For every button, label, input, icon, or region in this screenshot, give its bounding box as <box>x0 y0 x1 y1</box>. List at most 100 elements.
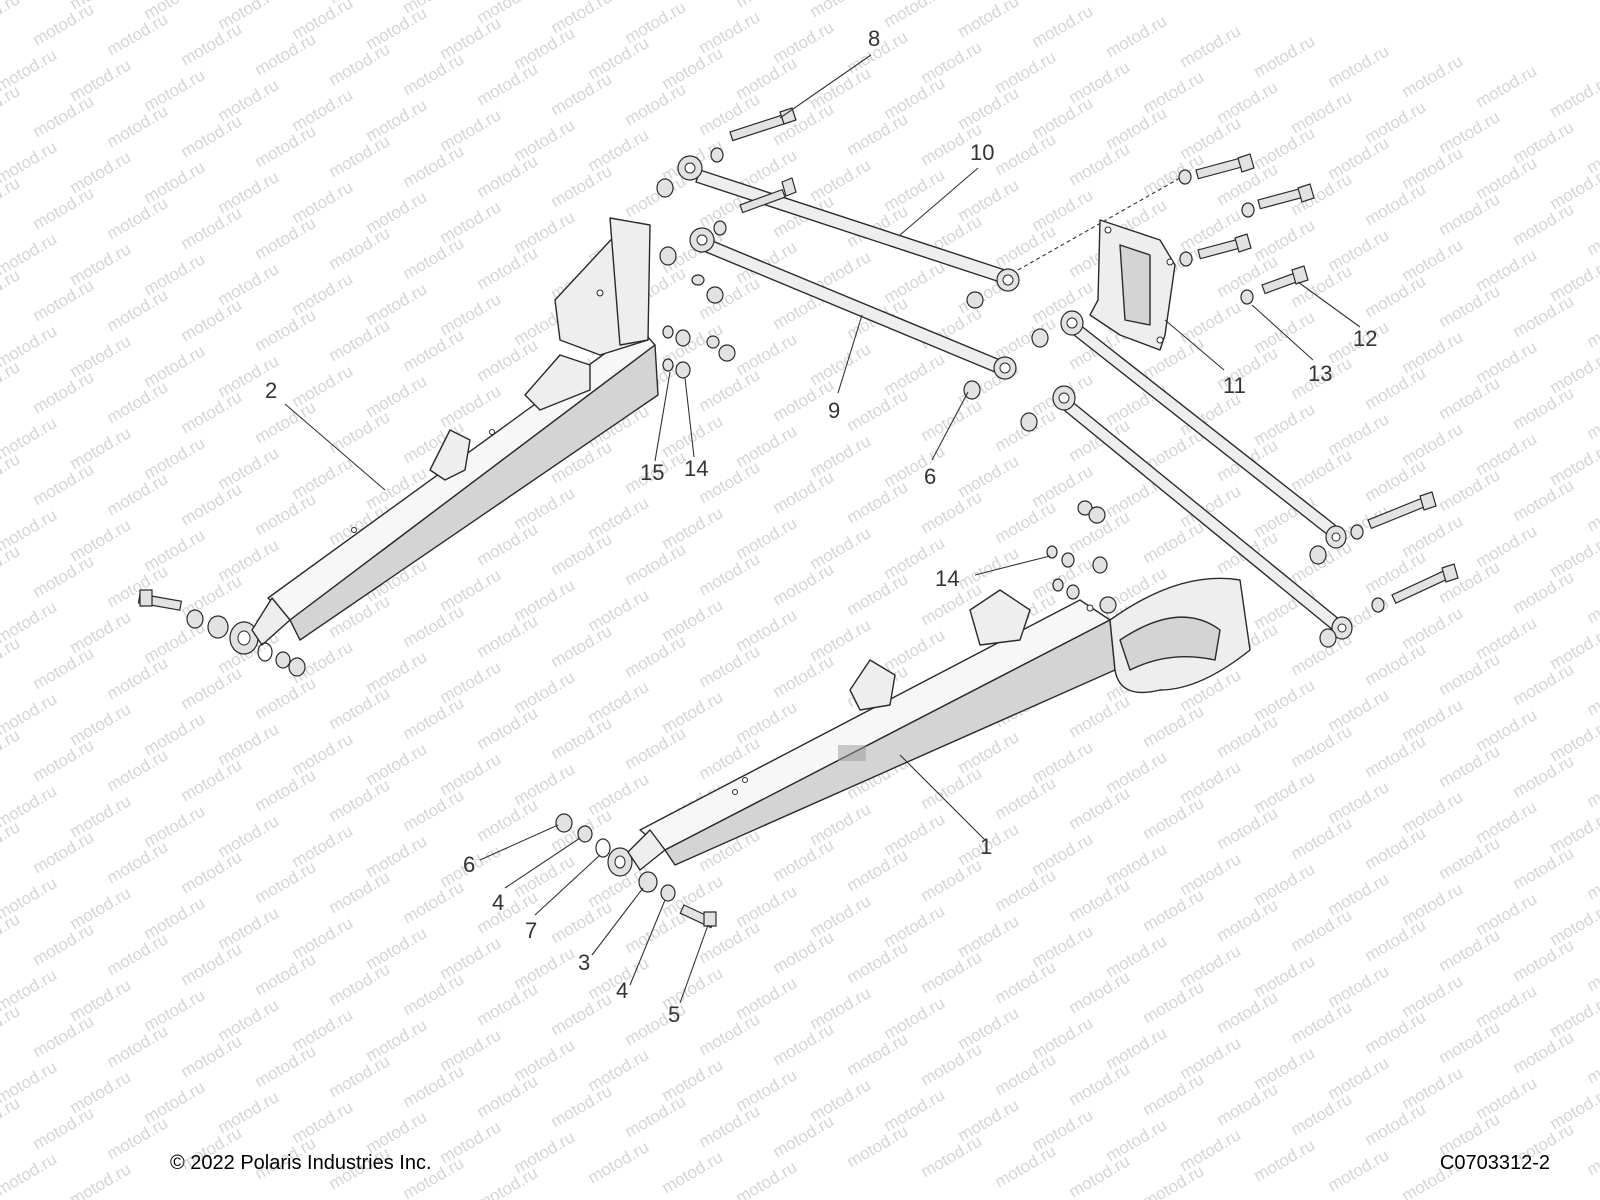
watermark-text: motod.ru <box>1066 875 1134 925</box>
watermark-text: motod.ru <box>1510 659 1578 709</box>
watermark-text: motod.ru <box>178 571 246 621</box>
callout-2: 2 <box>265 378 277 403</box>
watermark-text: motod.ru <box>844 109 912 159</box>
watermark-text: motod.ru <box>474 979 542 1029</box>
watermark-text: motod.ru <box>548 621 616 671</box>
watermark-text: motod.ru <box>992 773 1060 823</box>
watermark-text: motod.ru <box>474 1071 542 1121</box>
watermark-text: motod.ru <box>1251 1135 1319 1185</box>
watermark-text: motod.ru <box>1140 1069 1208 1119</box>
watermark-text: motod.ru <box>474 519 542 569</box>
watermark-text: motod.ru <box>1140 1161 1208 1200</box>
callout-14a: 14 <box>684 456 708 481</box>
watermark-text: motod.ru <box>326 315 394 365</box>
right-link-upper <box>1060 310 1347 549</box>
watermark-text: motod.ru <box>1362 639 1430 689</box>
watermark-text: motod.ru <box>548 989 616 1039</box>
callout-1: 1 <box>980 834 992 859</box>
watermark-text: motod.ru <box>955 0 1023 41</box>
watermark-text: motod.ru <box>1066 691 1134 741</box>
watermark-text: motod.ru <box>622 79 690 129</box>
watermark-text: motod.ru <box>0 449 23 499</box>
watermark-text: motod.ru <box>992 221 1060 271</box>
watermark-text: motod.ru <box>622 539 690 589</box>
watermark-text: motod.ru <box>0 1001 23 1051</box>
callout-8: 8 <box>868 26 880 51</box>
watermark-text: motod.ru <box>252 29 320 79</box>
watermark-text: motod.ru <box>1436 373 1504 423</box>
watermark-text: motod.ru <box>1362 731 1430 781</box>
watermark-text: motod.ru <box>474 611 542 661</box>
watermark-text: motod.ru <box>1251 31 1319 81</box>
watermark-text: motod.ru <box>844 1029 912 1079</box>
watermark-text: motod.ru <box>1436 465 1504 515</box>
watermark-text: motod.ru <box>178 203 246 253</box>
watermark-text: motod.ru <box>992 957 1060 1007</box>
watermark-text: motod.ru <box>400 49 468 99</box>
watermark-text: motod.ru <box>104 193 172 243</box>
watermark-text: motod.ru <box>178 755 246 805</box>
watermark-text: motod.ru <box>1288 905 1356 955</box>
watermark-text: motod.ru <box>326 867 394 917</box>
watermark-text: motod.ru <box>696 273 764 323</box>
watermark-text: motod.ru <box>0 633 23 683</box>
watermark-text: motod.ru <box>992 313 1060 363</box>
watermark-text: motod.ru <box>0 817 23 867</box>
watermark-text: motod.ru <box>104 285 172 335</box>
watermark-text: motod.ru <box>30 827 98 877</box>
watermark-text: motod.ru <box>400 693 468 743</box>
watermark-text: motod.ru <box>622 1091 690 1141</box>
watermark-text: motod.ru <box>252 765 320 815</box>
watermark-text: motod.ru <box>844 937 912 987</box>
watermark-text: motod.ru <box>30 0 98 49</box>
watermark-text: motod.ru <box>1510 567 1578 617</box>
watermark-text: motod.ru <box>1362 363 1430 413</box>
watermark-text: motod.ru <box>67 1159 135 1200</box>
watermark-text: motod.ru <box>770 835 838 885</box>
watermark-text: motod.ru <box>622 907 690 957</box>
watermark-text: motod.ru <box>474 59 542 109</box>
watermark-text: motod.ru <box>1399 51 1467 101</box>
watermark-text: motod.ru <box>844 1121 912 1171</box>
watermark-text: motod.ru <box>104 653 172 703</box>
watermark-text: motod.ru <box>104 837 172 887</box>
watermark-text: motod.ru <box>252 121 320 171</box>
watermark-text: motod.ru <box>0 909 23 959</box>
watermark-text: motod.ru <box>30 1011 98 1061</box>
callout-14b: 14 <box>935 566 959 591</box>
watermark-text: motod.ru <box>659 0 727 1</box>
diagram-code: C0703312-2 <box>1439 1152 1550 1174</box>
watermark-text: motod.ru <box>992 1049 1060 1099</box>
watermark-text: motod.ru <box>1510 291 1578 341</box>
watermark-text: motod.ru <box>1362 823 1430 873</box>
watermark-text: motod.ru <box>918 1131 986 1181</box>
watermark-text: motod.ru <box>1362 179 1430 229</box>
watermark-text: motod.ru <box>1362 455 1430 505</box>
watermark-text: motod.ru <box>733 0 801 11</box>
watermark-text: motod.ru <box>1214 895 1282 945</box>
watermark-text: motod.ru <box>0 1149 60 1199</box>
watermark-text: motod.ru <box>326 683 394 733</box>
watermark-text: motod.ru <box>1214 803 1282 853</box>
watermark-text: motod.ru <box>30 919 98 969</box>
watermark-text: motod.ru <box>104 377 172 427</box>
watermark-text: motod.ru <box>1510 843 1578 893</box>
watermark-text: motod.ru <box>1436 281 1504 331</box>
watermark-text: motod.ru <box>0 265 23 315</box>
watermark-text: motod.ru <box>326 131 394 181</box>
watermark-text: motod.ru <box>104 1113 172 1163</box>
watermark-text: motod.ru <box>326 39 394 89</box>
watermark-text: motod.ru <box>881 0 949 31</box>
watermark-text: motod.ru <box>30 459 98 509</box>
watermark-text: motod.ru <box>548 897 616 947</box>
bolts-and-nuts <box>656 107 1459 648</box>
watermark-text: motod.ru <box>474 703 542 753</box>
watermark-text: motod.ru <box>844 477 912 527</box>
watermark-text: motod.ru <box>1362 1099 1430 1149</box>
watermark-text: motod.ru <box>1177 21 1245 71</box>
right-trailing-arm <box>607 577 1251 877</box>
left-trailing-arm <box>229 217 659 655</box>
watermark-text: motod.ru <box>252 213 320 263</box>
watermark-text: motod.ru <box>178 295 246 345</box>
